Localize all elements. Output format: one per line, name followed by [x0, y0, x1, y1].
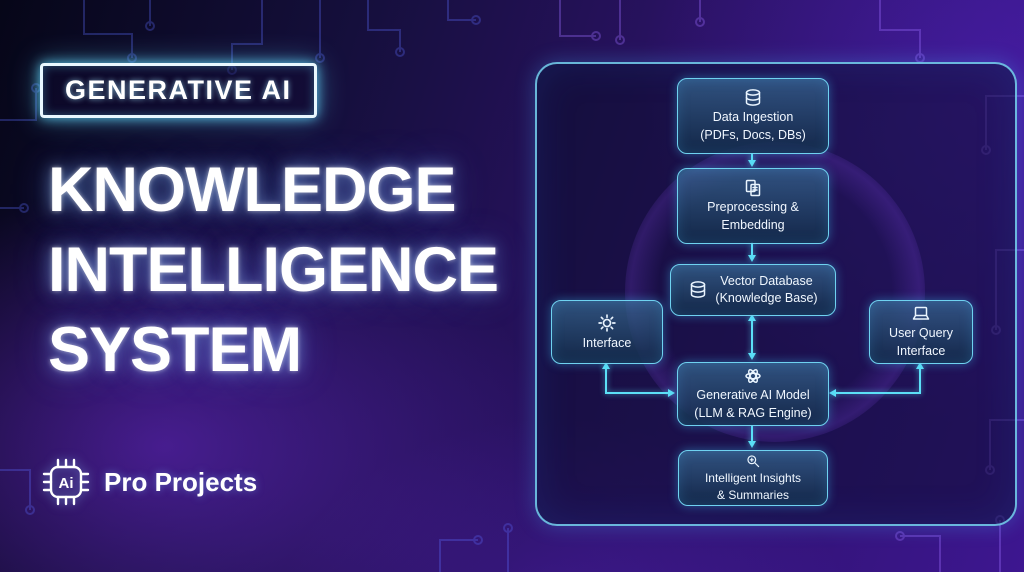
node-label: Preprocessing & [707, 200, 799, 215]
node-label: User Query [889, 326, 953, 341]
database-icon [691, 281, 706, 298]
documents-icon [745, 180, 761, 197]
laptop-icon [912, 307, 930, 321]
node-generative-ai-model: Generative AI Model (LLM & RAG Engine) [677, 362, 829, 426]
chip-label: Ai [59, 475, 74, 492]
ai-chip-logo-icon: Ai [42, 458, 90, 506]
brand-name: Pro Projects [104, 466, 258, 497]
title-line-3: SYSTEM [48, 315, 302, 385]
node-vector-database: Vector Database (Knowledge Base) [670, 264, 836, 316]
node-intelligent-insights: Intelligent Insights & Summaries [678, 450, 828, 506]
node-sublabel: (LLM & RAG Engine) [694, 406, 812, 420]
database-icon [745, 89, 761, 107]
node-label: Interface [582, 336, 632, 351]
flowchart-panel: Data Ingestion (PDFs, Docs, DBs) Preproc… [535, 62, 1017, 526]
node-sublabel: Embedding [721, 218, 785, 232]
node-sublabel: & Summaries [716, 488, 790, 502]
node-label: Intelligent Insights [704, 471, 802, 485]
title-line-2: INTELLIGENCE [48, 235, 499, 305]
node-preprocessing: Preprocessing & Embedding [677, 168, 829, 244]
node-label: Generative AI Model [696, 388, 810, 403]
generative-ai-badge: GENERATIVE AI [40, 63, 317, 118]
node-data-ingestion: Data Ingestion (PDFs, Docs, DBs) [677, 78, 829, 154]
node-interface: Interface [551, 300, 663, 364]
brand-row: Ai Pro Projects [40, 456, 257, 508]
node-sublabel: Interface [896, 344, 946, 358]
title-line-1: KNOWLEDGE [48, 155, 456, 225]
magnifier-icon [747, 455, 760, 468]
node-sublabel: (Knowledge Base) [715, 290, 818, 305]
node-sublabel: (PDFs, Docs, DBs) [700, 128, 806, 142]
node-label: Vector Database [720, 273, 813, 288]
node-label: Data Ingestion [712, 110, 794, 125]
ai-model-icon [745, 369, 761, 384]
page-title: KNOWLEDGE INTELLIGENCE SYSTEM [48, 150, 499, 390]
api-icon [598, 314, 616, 332]
node-user-query-interface: User Query Interface [869, 300, 973, 364]
